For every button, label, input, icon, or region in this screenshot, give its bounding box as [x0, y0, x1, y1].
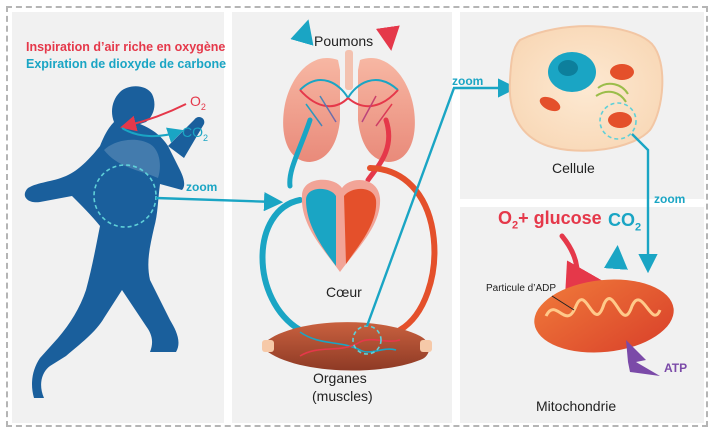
- muscle-icon: [262, 322, 432, 370]
- mito-co2-label: CO2: [608, 210, 641, 234]
- zoom-label-cell: zoom: [654, 192, 685, 206]
- mito-o2-glucose-label: O2+ glucose: [498, 208, 602, 232]
- organs-label: Organes: [313, 370, 367, 386]
- runner-co2-text: CO: [182, 124, 203, 140]
- arrow-up-icon: [302, 28, 306, 42]
- zoom-label-chest: zoom: [186, 180, 217, 194]
- mito-glucose-text: + glucose: [518, 208, 602, 228]
- runner-co2-sub: 2: [203, 133, 208, 143]
- glucose-arrow: [562, 236, 577, 292]
- mito-co2-sub: 2: [635, 222, 641, 234]
- arrow-down-icon: [388, 28, 390, 42]
- cell-icon: [510, 26, 663, 151]
- runner-co2-label: CO2: [182, 124, 208, 143]
- lungs-label: Poumons: [314, 33, 373, 49]
- zoom-arrow-cell: [632, 134, 648, 266]
- zoom-arrow-chest: [156, 198, 276, 202]
- zoom-label-muscle: zoom: [452, 74, 483, 88]
- runner-o2-sub: 2: [201, 102, 206, 112]
- runner-o2-text: O: [190, 93, 201, 109]
- mitochondria-label: Mitochondrie: [536, 398, 616, 414]
- atp-arrow: [626, 340, 660, 376]
- muscles-label: (muscles): [312, 388, 373, 404]
- adp-label: Particule d’ADP: [486, 283, 556, 294]
- heart-label: Cœur: [326, 284, 362, 300]
- mito-co2-text: CO: [608, 210, 635, 230]
- runner-o2-label: O2: [190, 93, 206, 112]
- inspiration-label: Inspiration d’air riche en oxygène: [26, 40, 225, 54]
- co2-up-arrow: [616, 254, 617, 268]
- atp-label: ATP: [664, 361, 687, 375]
- heart-icon: [302, 180, 380, 272]
- cell-label: Cellule: [552, 160, 595, 176]
- mito-o2-text: O: [498, 208, 512, 228]
- expiration-label: Expiration de dioxyde de carbone: [26, 57, 226, 71]
